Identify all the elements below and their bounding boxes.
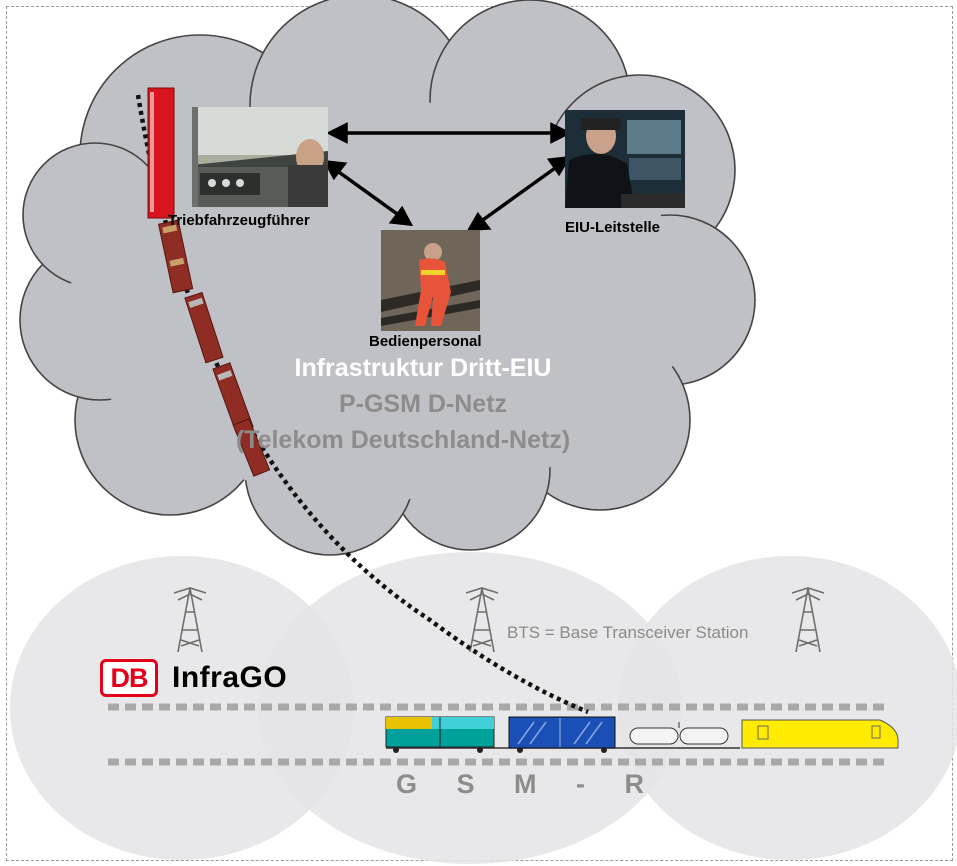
radio-connection-dotted bbox=[135, 94, 589, 715]
control-center-photo bbox=[565, 110, 685, 208]
role-label-driver: Triebfahrzeugführer bbox=[168, 212, 310, 229]
db-logo-mark: DB bbox=[100, 659, 158, 697]
gsmr-label: G S M - R bbox=[396, 769, 660, 799]
cloud-provider: (Telekom Deutschland-Netz) bbox=[235, 426, 571, 454]
bts-label: BTS = Base Transceiver Station bbox=[507, 623, 749, 642]
cloud-network: P-GSM D-Netz bbox=[338, 390, 508, 418]
bts-tower-left bbox=[173, 587, 207, 653]
brand-name: InfraGO bbox=[172, 661, 288, 694]
train bbox=[385, 716, 899, 753]
cloud-title: Infrastruktur Dritt-EIU bbox=[294, 354, 552, 382]
radio-cell-right bbox=[618, 556, 957, 860]
db-infrago-logo: DB InfraGO bbox=[100, 657, 287, 699]
communication-arrows bbox=[322, 122, 572, 231]
operator-photo bbox=[381, 230, 480, 331]
role-label-control: EIU-Leitstelle bbox=[565, 219, 661, 236]
bts-tower-middle bbox=[465, 587, 499, 653]
role-label-operator: Bedienpersonal bbox=[369, 333, 482, 350]
driver-cab-photo bbox=[192, 107, 328, 207]
cloud-train bbox=[147, 87, 271, 477]
bts-tower-right bbox=[791, 587, 825, 653]
